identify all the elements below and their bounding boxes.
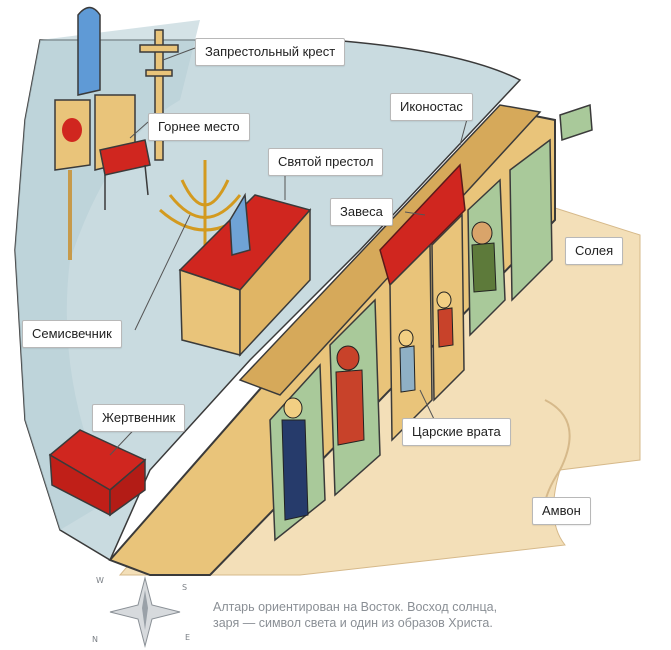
high-place-throne	[94, 94, 151, 210]
caption: Алтарь ориентирован на Восток. Восход со…	[213, 599, 553, 631]
icon-figures	[281, 221, 497, 521]
compass-w: W	[96, 576, 104, 585]
curtain-red	[379, 163, 466, 287]
label-curtain: Завеса	[330, 198, 393, 226]
label-menorah: Семисвечник	[22, 320, 122, 348]
leader-lines	[109, 47, 471, 456]
label-royal-doors: Царские врата	[402, 418, 511, 446]
label-soleas: Солея	[565, 237, 624, 265]
label-altar-cross: Запрестольный крест	[195, 38, 346, 66]
compass-n: N	[92, 635, 98, 644]
apse-window	[77, 6, 101, 96]
label-holy-table: Святой престол	[268, 148, 384, 176]
caption-line-1: Алтарь ориентирован на Восток. Восход со…	[213, 600, 498, 614]
left-icon-face	[62, 118, 82, 142]
altar-cross-shape	[139, 29, 179, 161]
label-table-of-oblation: Жертвенник	[92, 404, 186, 432]
holy-table-shape	[178, 192, 312, 357]
compass-rose-icon: W S N E	[92, 576, 190, 648]
caption-line-2: заря — символ света и один из образов Хр…	[213, 616, 493, 630]
compass-s: S	[182, 583, 187, 592]
label-high-place: Горнее место	[148, 113, 250, 141]
label-ambo: Амвон	[532, 497, 591, 525]
label-iconostasis: Иконостас	[390, 93, 473, 121]
oblation-table-shape	[48, 429, 147, 517]
compass-e: E	[185, 633, 190, 642]
